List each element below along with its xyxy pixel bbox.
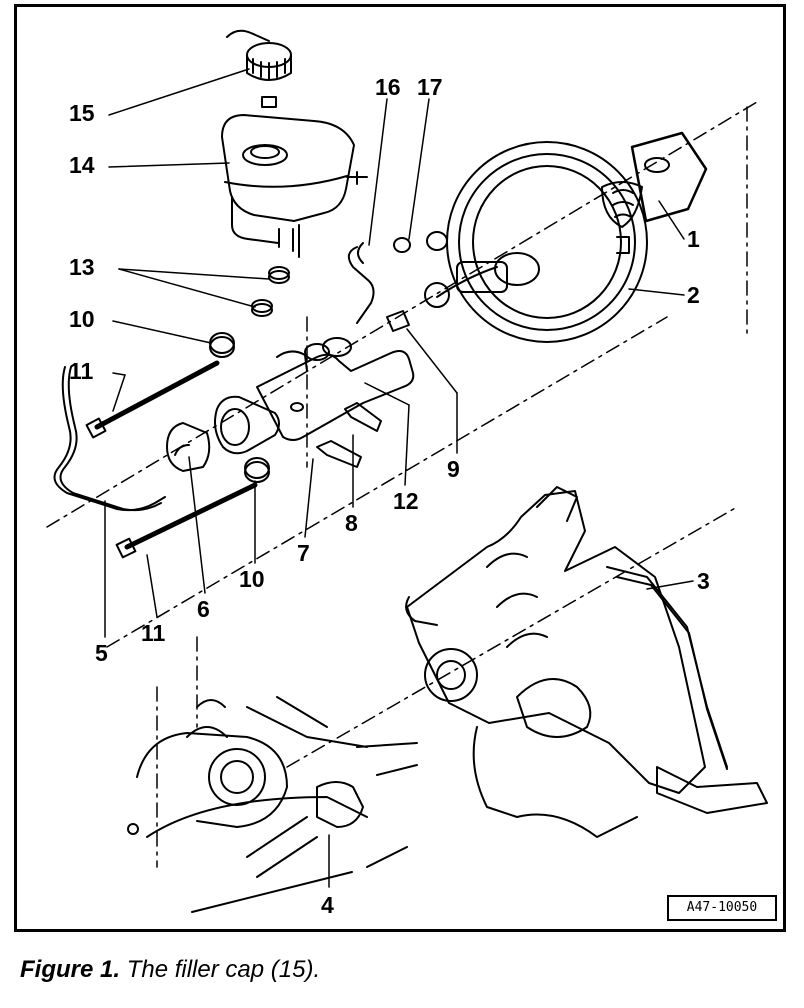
callout-9: 9 — [447, 456, 460, 482]
figure-reference-code: A47-10050 — [667, 895, 777, 921]
callout-11-lower: 11 — [141, 620, 166, 646]
callout-3: 3 — [697, 568, 710, 594]
bracket-clip-part — [166, 422, 211, 472]
callout-leader-lines — [104, 68, 694, 888]
callout-2: 2 — [687, 282, 700, 308]
brake-fluid-reservoir-part — [221, 114, 368, 258]
diagram-frame: 15 14 16 17 1 2 13 10 11 9 12 8 7 10 6 1… — [14, 4, 786, 932]
callout-14: 14 — [69, 152, 95, 178]
gasket-pushrod-part — [601, 131, 708, 228]
pedal-cluster-part — [405, 486, 768, 838]
callout-1: 1 — [687, 226, 700, 252]
stud-bolt-parts — [85, 360, 258, 559]
callout-16: 16 — [375, 74, 401, 100]
callout-4: 4 — [321, 892, 334, 918]
callout-numbers: 15 14 16 17 1 2 13 10 11 9 12 8 7 10 6 1… — [69, 74, 710, 918]
callout-11-upper: 11 — [69, 358, 94, 384]
sleeve-part — [386, 310, 410, 332]
seal-grommet-parts — [251, 266, 290, 317]
filler-cap-part — [226, 29, 292, 108]
vacuum-line-and-nut-parts — [347, 231, 448, 324]
callout-7: 7 — [297, 540, 310, 566]
assembly-axes — [46, 101, 758, 868]
callout-10-upper: 10 — [69, 306, 95, 332]
caption-text: The filler cap (15). — [120, 956, 321, 983]
callout-6: 6 — [197, 596, 210, 622]
master-cylinder-part — [214, 337, 415, 455]
pedal-bracket-part — [127, 696, 418, 913]
figure-caption: Figure 1. The filler cap (15). — [20, 956, 320, 984]
callout-13: 13 — [69, 254, 95, 280]
callout-17: 17 — [417, 74, 443, 100]
hex-nut-parts — [209, 332, 270, 483]
brake-pipe-part — [53, 366, 166, 512]
union-fitting-parts — [316, 402, 382, 468]
callout-8: 8 — [345, 510, 358, 536]
callout-5: 5 — [95, 640, 108, 666]
brake-servo-booster-part — [424, 141, 648, 343]
callout-10-lower: 10 — [239, 566, 265, 592]
exploded-parts-diagram: 15 14 16 17 1 2 13 10 11 9 12 8 7 10 6 1… — [46, 29, 768, 918]
caption-label: Figure 1. — [20, 956, 121, 983]
callout-15: 15 — [69, 100, 95, 126]
callout-12: 12 — [393, 488, 419, 514]
